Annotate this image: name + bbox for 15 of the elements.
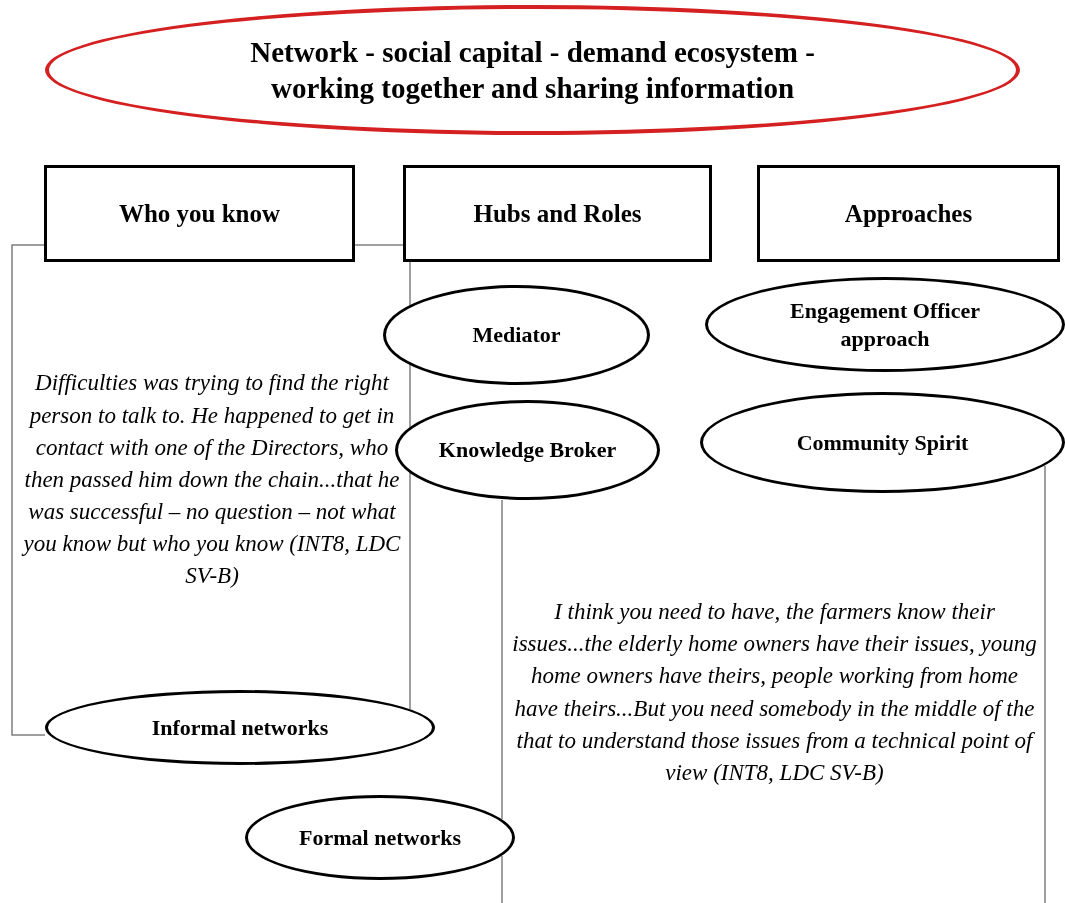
label-text: Knowledge Broker xyxy=(437,436,618,464)
label-text: Mediator xyxy=(471,321,562,349)
quote-text: I think you need to have, the farmers know their issues...the elderly home owners have their issues, young home owners have theirs, people working from home have theirs...But you need somebody in the middle of the that to understand those issues from a technical point of view (INT8, LDC SV-B) xyxy=(512,597,1037,787)
label-text: Who you know xyxy=(118,198,281,229)
quote-text: Difficulties was trying to find the right person to talk to. He happened to get in contact with one of the Directors, who then passed him down the chain...that he was successful – no question – not what you know but who you know (INT8, LDC SV-B) xyxy=(22,369,402,591)
label-text: Network - social capital - demand ecosystem - working together and sharing information xyxy=(249,34,816,106)
label-text: Formal networks xyxy=(298,823,462,852)
label-text: Hubs and Roles xyxy=(473,198,642,229)
label-text: Engagement Officer approach xyxy=(789,297,981,352)
label-text: Informal networks xyxy=(150,713,330,742)
heading-box xyxy=(757,165,1060,262)
heading-box xyxy=(44,165,355,262)
heading-box xyxy=(403,165,712,262)
label-text: Approaches xyxy=(844,198,973,229)
label-text: Community Spirit xyxy=(795,428,970,457)
